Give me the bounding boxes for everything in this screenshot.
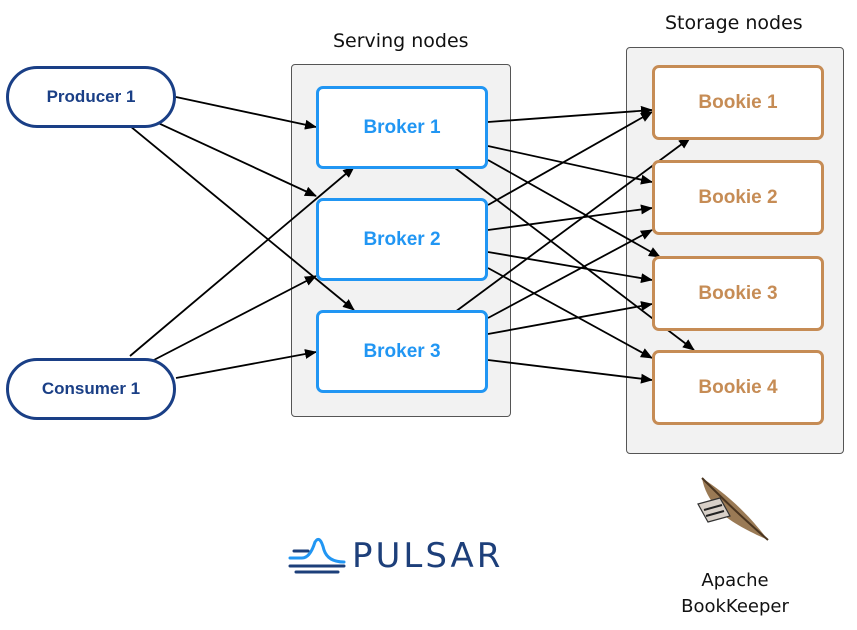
bookkeeper-caption: Apache BookKeeper: [660, 568, 810, 620]
broker-node-3: Broker 3: [316, 310, 488, 393]
broker-node-1: Broker 1: [316, 86, 488, 169]
bookie-node-2: Bookie 2: [652, 160, 824, 235]
pulsar-logo: PULSAR: [288, 536, 503, 576]
bookkeeper-caption-line2: BookKeeper: [681, 596, 789, 617]
storage-nodes-title: Storage nodes: [665, 12, 803, 34]
bookkeeper-feather-icon: [697, 477, 769, 541]
bookie-node-1: Bookie 1: [652, 65, 824, 140]
pulsar-wordmark: PULSAR: [352, 536, 504, 576]
pulsar-wave-icon: [288, 537, 346, 574]
bookie-node-3: Bookie 3: [652, 256, 824, 331]
producer-node: Producer 1: [6, 66, 176, 128]
broker-node-2: Broker 2: [316, 198, 488, 281]
consumer-node: Consumer 1: [6, 358, 176, 420]
bookie-node-4: Bookie 4: [652, 350, 824, 425]
bookkeeper-caption-line1: Apache: [701, 570, 769, 591]
serving-nodes-title: Serving nodes: [333, 30, 469, 52]
